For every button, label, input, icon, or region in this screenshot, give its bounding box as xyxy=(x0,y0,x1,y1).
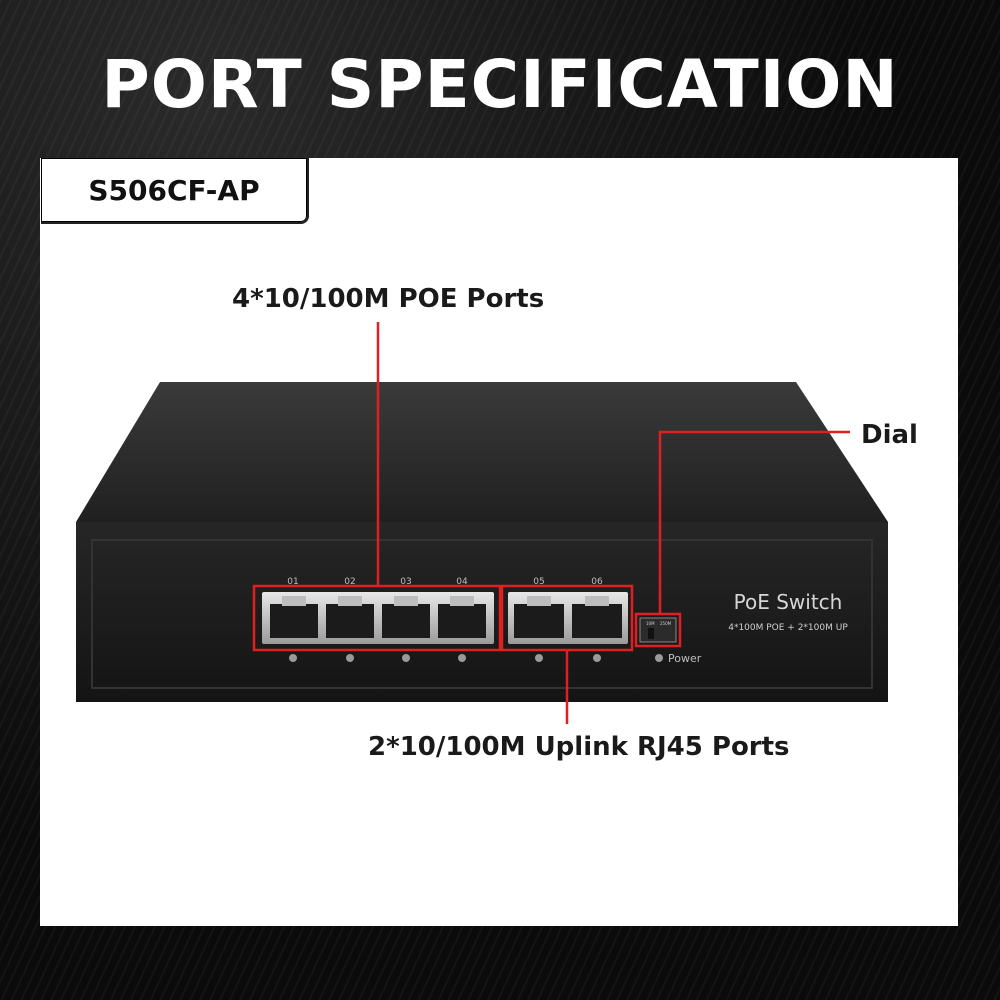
device-brand-label: PoE Switch xyxy=(734,590,843,614)
page-title: PORT SPECIFICATION xyxy=(101,46,899,123)
port-number-02: 02 xyxy=(344,577,355,587)
uplink-ports-label: 2*10/100M Uplink RJ45 Ports xyxy=(368,732,790,762)
dial-leader xyxy=(658,430,850,614)
dial-mark-left: 10M xyxy=(646,621,655,626)
port-number-03: 03 xyxy=(400,577,411,587)
model-tag: S506CF-AP xyxy=(41,158,309,224)
rj45-port-5[interactable] xyxy=(514,604,564,638)
switch-top-face xyxy=(76,382,888,522)
port-led-2 xyxy=(346,654,354,662)
power-label: Power xyxy=(668,652,702,665)
device-spec-line: 4*100M POE + 2*100M UP xyxy=(728,623,848,633)
rj45-port-6[interactable] xyxy=(572,604,622,638)
power-led xyxy=(655,654,663,662)
poe-port-block xyxy=(262,592,494,644)
rj45-port-3[interactable] xyxy=(382,604,430,638)
port-number-06: 06 xyxy=(591,577,603,587)
rj45-port-1[interactable] xyxy=(270,604,318,638)
port-led-4 xyxy=(458,654,466,662)
poe-ports-label: 4*10/100M POE Ports xyxy=(232,284,545,314)
port-number-05: 05 xyxy=(533,577,544,587)
port-number-04: 04 xyxy=(456,577,468,587)
port-led-1 xyxy=(289,654,297,662)
dial-mark-right: 250M xyxy=(660,621,672,626)
port-led-5 xyxy=(535,654,543,662)
port-led-3 xyxy=(402,654,410,662)
dial-label: Dial xyxy=(861,420,918,450)
uplink-port-block xyxy=(508,592,628,644)
port-led-6 xyxy=(593,654,601,662)
port-number-01: 01 xyxy=(287,577,298,587)
rj45-port-4[interactable] xyxy=(438,604,486,638)
dial-highlight xyxy=(634,612,682,648)
switch-front-bezel xyxy=(91,539,873,689)
rj45-port-2[interactable] xyxy=(326,604,374,638)
dial-switch[interactable] xyxy=(639,617,677,643)
